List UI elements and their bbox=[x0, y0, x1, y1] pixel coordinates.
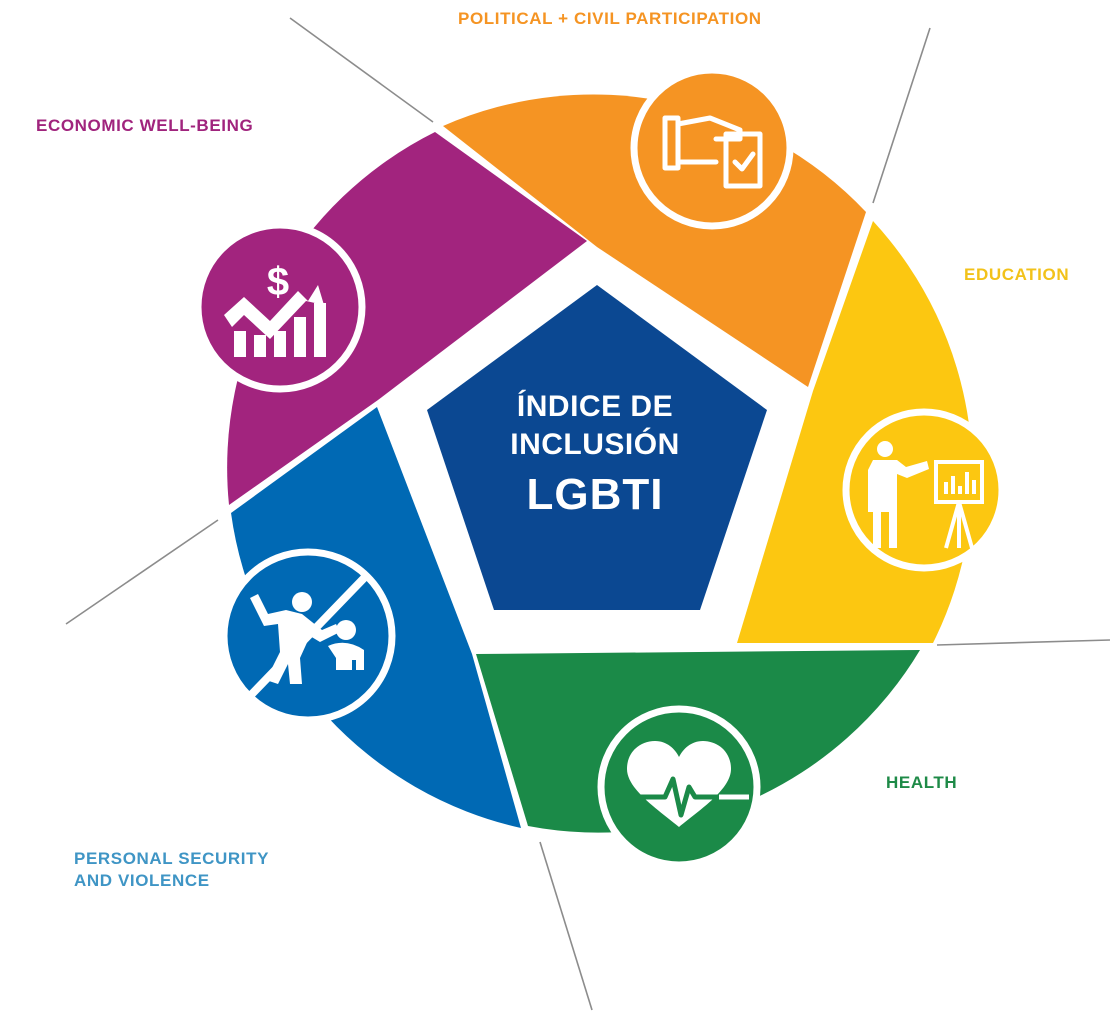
money-growth-icon: $ bbox=[194, 221, 366, 393]
segment-economic bbox=[227, 132, 587, 505]
center-title-line2: INCLUSIÓN bbox=[510, 428, 680, 461]
label-personal-security: PERSONAL SECURITY AND VIOLENCE bbox=[74, 848, 269, 892]
leader-line-bottom bbox=[539, 841, 593, 1011]
label-political-civil-participation: POLITICAL + CIVIL PARTICIPATION bbox=[458, 9, 762, 28]
center-title-lgbti: LGBTI bbox=[526, 470, 664, 519]
teacher-presentation-icon bbox=[842, 408, 1006, 572]
leader-lines bbox=[65, 17, 1111, 1011]
leader-line-top-left bbox=[289, 17, 434, 123]
label-security-line1: PERSONAL SECURITY bbox=[74, 849, 270, 868]
leader-line-left bbox=[65, 519, 219, 625]
label-health: HEALTH bbox=[886, 773, 958, 792]
center-title-line1: ÍNDICE DE bbox=[516, 390, 674, 423]
svg-text:$: $ bbox=[267, 260, 289, 304]
center-pentagon bbox=[427, 285, 767, 610]
wheel-segments bbox=[227, 94, 973, 833]
label-education: EDUCATION bbox=[964, 265, 1070, 284]
center-title: ÍNDICE DE INCLUSIÓN LGBTI bbox=[450, 388, 740, 524]
leader-line-right bbox=[936, 639, 1111, 646]
label-economic-well-being: ECONOMIC WELL-BEING bbox=[36, 116, 254, 135]
ballot-box-icon bbox=[630, 66, 794, 230]
label-security-line2: AND VIOLENCE bbox=[74, 871, 210, 890]
leader-line-top-right bbox=[872, 27, 931, 204]
heartbeat-icon bbox=[597, 705, 761, 869]
icon-circles: $ bbox=[194, 66, 1006, 869]
no-violence-icon bbox=[220, 548, 396, 724]
